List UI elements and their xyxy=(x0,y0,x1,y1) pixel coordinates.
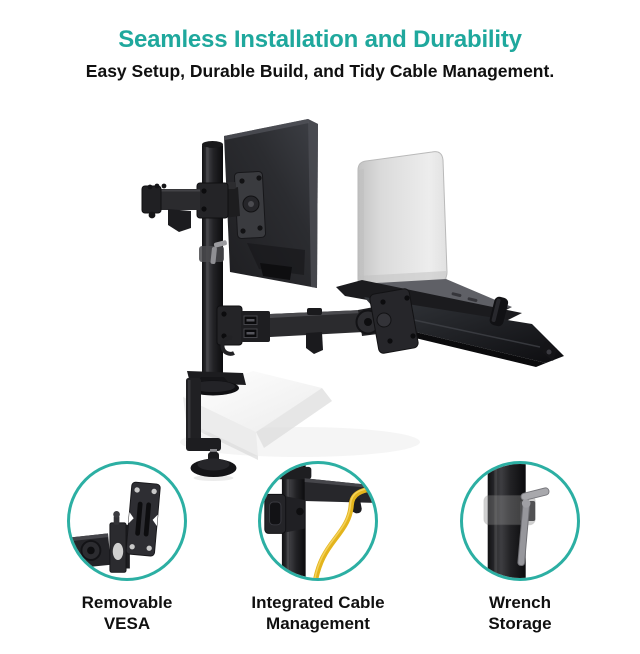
feature-wrench-storage: Wrench Storage xyxy=(420,461,620,634)
feature-label-cable-management: Integrated Cable Management xyxy=(251,593,385,633)
wrench-storage-icon xyxy=(460,461,580,581)
left-arm xyxy=(141,182,229,232)
feature-removable-vesa: Removable VESA xyxy=(27,461,227,634)
feature-label-wrench-storage: Wrench Storage xyxy=(488,593,552,633)
mount-pole xyxy=(202,141,223,389)
laptop-tray xyxy=(336,280,564,367)
tray-vesa-bracket xyxy=(369,288,419,354)
usb-ports-icon xyxy=(243,315,258,338)
vesa-plate-icon xyxy=(67,461,187,581)
page-title: Seamless Installation and Durability xyxy=(118,26,522,53)
wrench-clip xyxy=(199,240,227,265)
monitor-back xyxy=(221,119,318,288)
cable-management-icon xyxy=(258,461,378,581)
product-illustration xyxy=(0,98,640,490)
page-subtitle: Easy Setup, Durable Build, and Tidy Cabl… xyxy=(85,61,555,81)
feature-label-removable-vesa: Removable VESA xyxy=(81,593,173,633)
feature-integrated-cable-management: Integrated Cable Management xyxy=(218,461,418,634)
product-photo xyxy=(141,119,564,481)
desk-c-clamp xyxy=(186,371,246,481)
feature-callouts: Removable VESA xyxy=(0,461,640,651)
